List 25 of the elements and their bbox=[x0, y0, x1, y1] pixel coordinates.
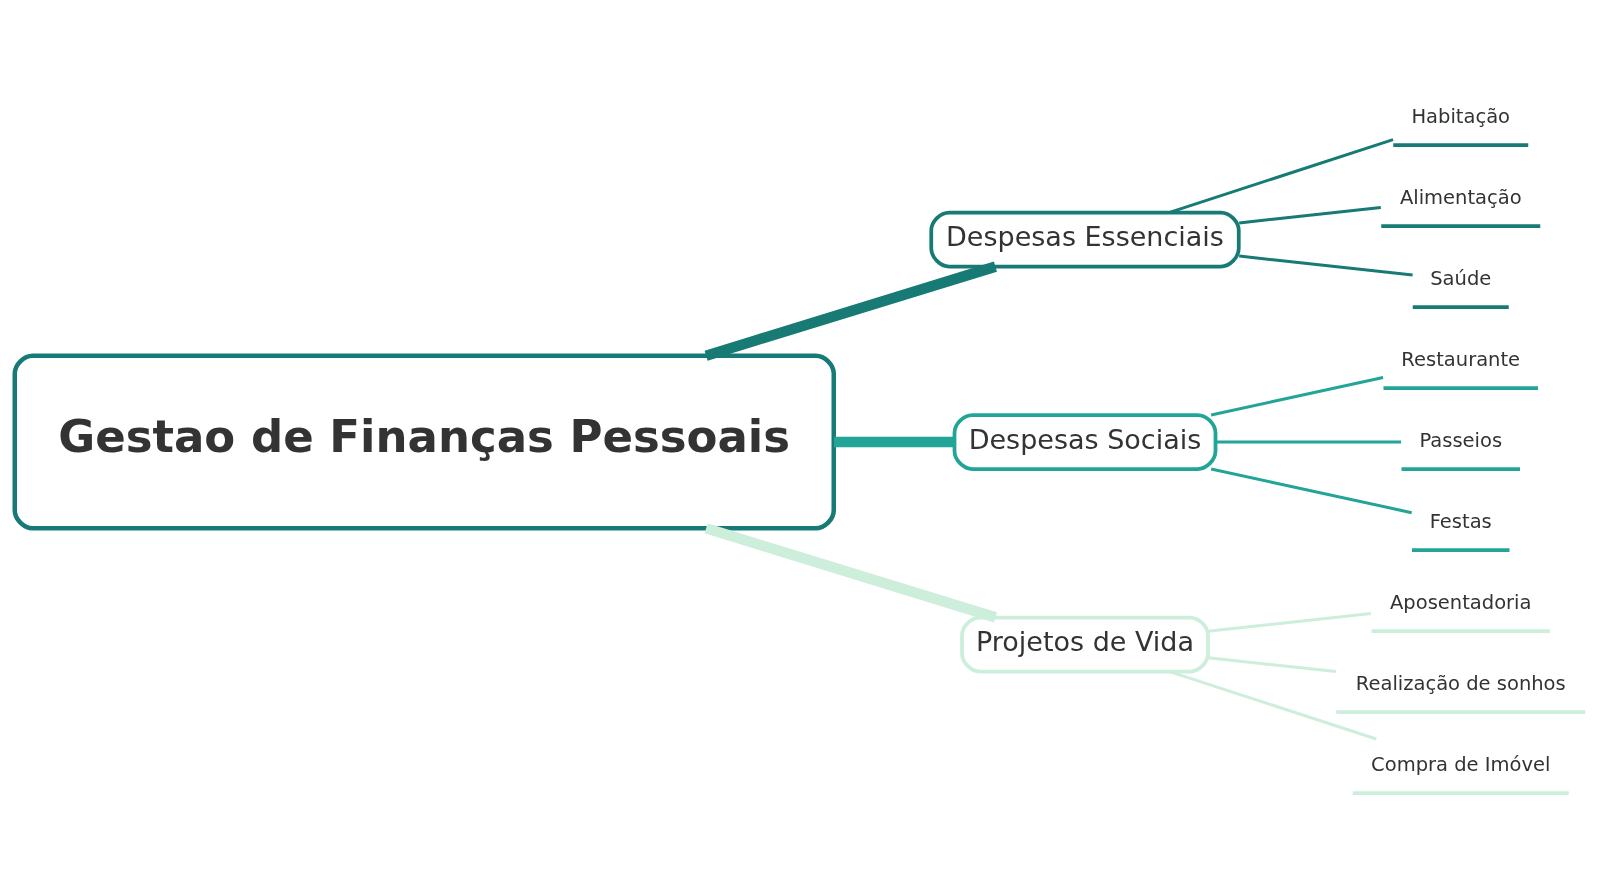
connector bbox=[704, 523, 997, 623]
node-text: Compra de Imóvel bbox=[1371, 753, 1551, 777]
node-box: Despesas Essenciais bbox=[929, 210, 1241, 269]
node-text: Restaurante bbox=[1401, 348, 1521, 372]
node-text: Aposentadoria bbox=[1390, 591, 1532, 615]
connector bbox=[1215, 440, 1402, 444]
node-text: Habitação bbox=[1411, 105, 1511, 129]
node-box: Gestao de Finanças Pessoais bbox=[12, 353, 836, 531]
connector bbox=[704, 261, 997, 361]
node-text: Festas bbox=[1429, 510, 1492, 534]
connector bbox=[1207, 612, 1372, 633]
connector bbox=[833, 436, 954, 448]
connector bbox=[1210, 376, 1384, 417]
connector bbox=[1169, 670, 1377, 741]
connector bbox=[1210, 467, 1412, 515]
node-text: Alimentação bbox=[1399, 186, 1522, 210]
node-text: Realização de sonhos bbox=[1355, 672, 1566, 696]
connector bbox=[1239, 206, 1381, 225]
connector bbox=[1239, 254, 1413, 277]
connector bbox=[1169, 138, 1394, 214]
node-box: Despesas Sociais bbox=[952, 413, 1218, 471]
node-text: Saúde bbox=[1430, 267, 1492, 291]
connector bbox=[1207, 656, 1337, 674]
node-text: Passeios bbox=[1419, 429, 1503, 453]
node-box: Projetos de Vida bbox=[960, 615, 1210, 674]
